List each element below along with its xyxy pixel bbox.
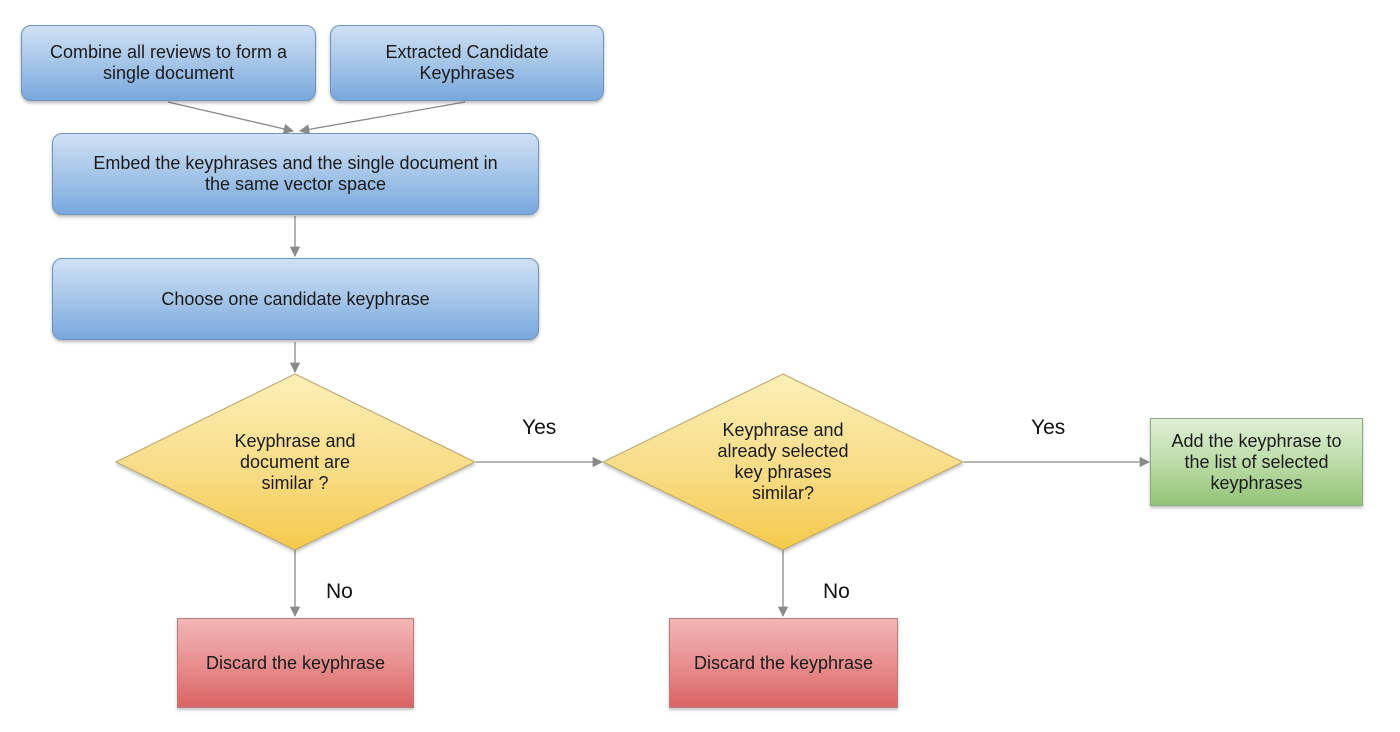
decision1-label: Keyphrase and document are similar ? [205,410,385,514]
edge-label-no-1: No [326,580,353,603]
edge-extracted-to-embed [298,101,466,135]
combine-reviews-box: Combine all reviews to form a single doc… [21,25,316,101]
edge-combine-to-embed [167,101,295,134]
choose-candidate-box: Choose one candidate keyphrase [52,258,539,340]
edge-label-no-2: No [823,580,850,603]
decision1-text: Keyphrase and document are similar ? [234,430,356,493]
decision-diamond-1 [114,373,477,551]
decision-diamond-2 [601,373,965,551]
discard-box-2: Discard the keyphrase [669,618,898,708]
combine-reviews-text: Combine all reviews to form a single doc… [49,42,288,83]
discard-text-1: Discard the keyphrase [205,652,386,673]
edge-label-yes-1: Yes [522,416,557,439]
decision2-label: Keyphrase and already selected key phras… [693,410,873,514]
add-keyphrase-text: Add the keyphrase to the list of selecte… [1171,430,1342,493]
extracted-keyphrases-text: Extracted Candidate Keyphrases [385,42,549,83]
discard-text-2: Discard the keyphrase [693,652,874,673]
edge-label-yes-2: Yes [1031,416,1066,439]
discard-box-1: Discard the keyphrase [177,618,414,708]
embed-box: Embed the keyphrases and the single docu… [52,133,539,215]
decision2-text: Keyphrase and already selected key phras… [717,420,849,503]
extracted-keyphrases-box: Extracted Candidate Keyphrases [330,25,604,101]
choose-candidate-text: Choose one candidate keyphrase [161,288,430,309]
add-keyphrase-box: Add the keyphrase to the list of selecte… [1150,418,1363,506]
embed-text: Embed the keyphrases and the single docu… [93,153,498,194]
